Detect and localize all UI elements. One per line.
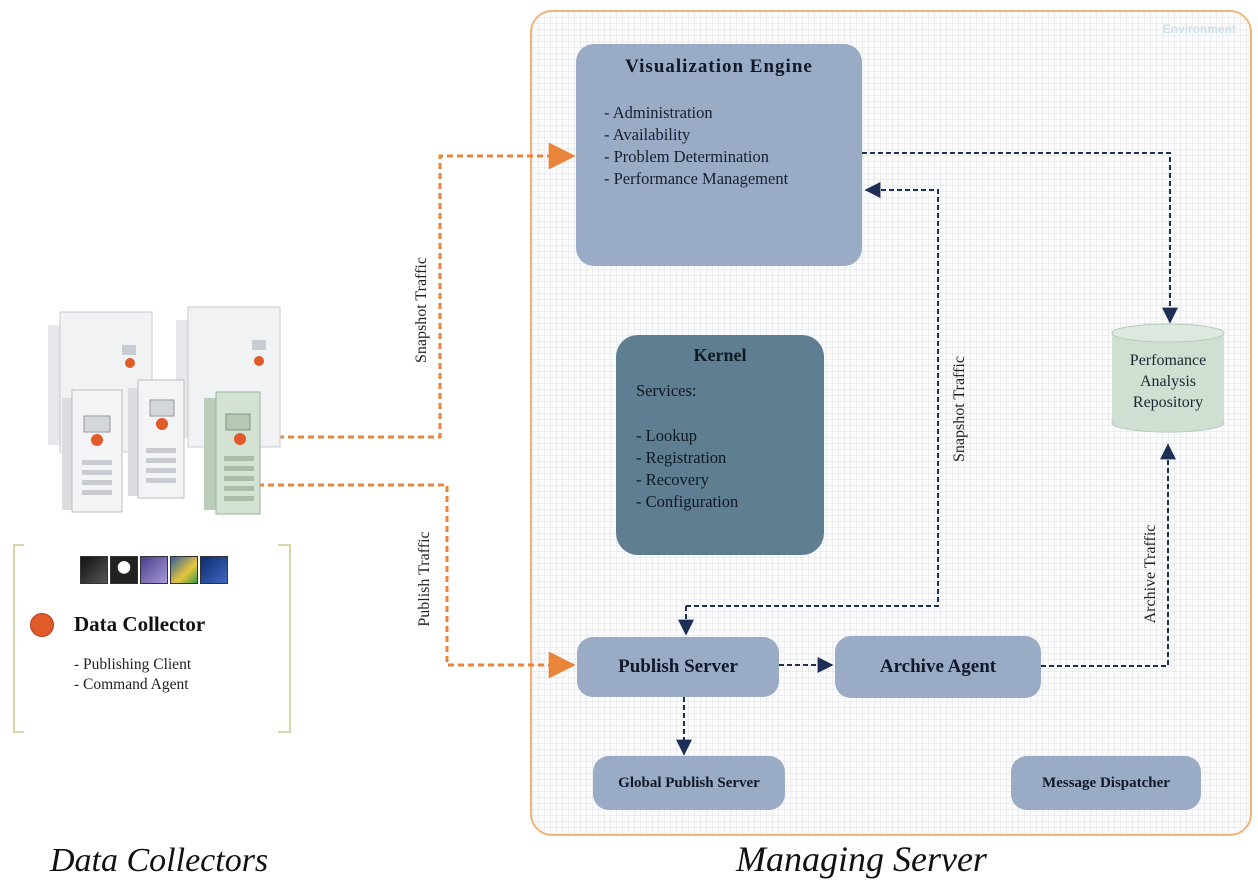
server-cluster-illustration bbox=[48, 306, 281, 515]
archive-agent-box[interactable]: Archive Agent bbox=[835, 636, 1041, 698]
environment-label: Environment bbox=[1162, 22, 1236, 36]
list-item: - Problem Determination bbox=[604, 147, 769, 166]
visualization-engine-list: - Administration - Availability - Proble… bbox=[604, 102, 788, 190]
list-item: - Recovery bbox=[636, 470, 709, 489]
repository-label[interactable]: Perfomance Analysis Repository bbox=[1110, 350, 1226, 413]
list-item: - Administration bbox=[604, 103, 713, 122]
list-item: - Availability bbox=[604, 125, 691, 144]
repository-cylinder bbox=[1111, 323, 1225, 433]
publish-traffic-arrow bbox=[258, 483, 576, 679]
archive-to-repository-arrow bbox=[1041, 443, 1176, 667]
visualization-engine-title: Visualization Engine bbox=[625, 56, 813, 77]
vis-to-repository-arrow bbox=[862, 152, 1178, 324]
os-logo-icon bbox=[140, 556, 168, 584]
visualization-engine-box[interactable]: Visualization Engine - Administration - … bbox=[576, 44, 862, 266]
data-collectors-caption: Data Collectors bbox=[50, 842, 269, 879]
repository-line: Repository bbox=[1132, 394, 1204, 411]
linux-logo-icon bbox=[110, 556, 138, 584]
data-collector-title: Data Collector bbox=[74, 612, 206, 636]
publish-traffic-label: Publish Traffic bbox=[416, 531, 433, 627]
data-collector-list: - Publishing Client - Command Agent bbox=[74, 655, 191, 695]
list-item: - Lookup bbox=[636, 426, 697, 445]
snapshot-traffic-arrow bbox=[258, 142, 576, 439]
list-item: - Registration bbox=[636, 448, 727, 467]
list-item: - Publishing Client bbox=[74, 656, 192, 673]
list-item: - Command Agent bbox=[74, 676, 189, 693]
kernel-box[interactable]: Kernel Services: - Lookup - Registration… bbox=[616, 335, 824, 555]
data-collector-icon bbox=[30, 613, 54, 637]
archive-traffic-label: Archive Traffic bbox=[1142, 524, 1159, 624]
managing-server-caption: Managing Server bbox=[736, 839, 987, 879]
kernel-subtitle: Services: bbox=[636, 381, 697, 400]
kernel-services-list: - Lookup - Registration - Recovery - Con… bbox=[636, 425, 738, 513]
publish-server-box[interactable]: Publish Server bbox=[577, 637, 779, 697]
kernel-title: Kernel bbox=[693, 345, 747, 365]
repository-line: Analysis bbox=[1140, 373, 1196, 390]
att-logo-icon bbox=[80, 556, 108, 584]
publish-to-vis-arrow bbox=[686, 182, 939, 607]
list-item: - Performance Management bbox=[604, 169, 789, 188]
solaris-logo-icon bbox=[170, 556, 198, 584]
global-publish-server-box[interactable]: Global Publish Server bbox=[593, 756, 785, 810]
windows-logo-icon bbox=[200, 556, 228, 584]
snapshot-traffic-label-right: Snapshot Traffic bbox=[951, 356, 968, 462]
list-item: - Configuration bbox=[636, 492, 739, 511]
repository-line: Perfomance bbox=[1129, 352, 1207, 369]
snapshot-traffic-label-left: Snapshot Traffic bbox=[413, 257, 430, 363]
data-collector-bracket bbox=[13, 544, 291, 733]
message-dispatcher-box[interactable]: Message Dispatcher bbox=[1011, 756, 1201, 810]
